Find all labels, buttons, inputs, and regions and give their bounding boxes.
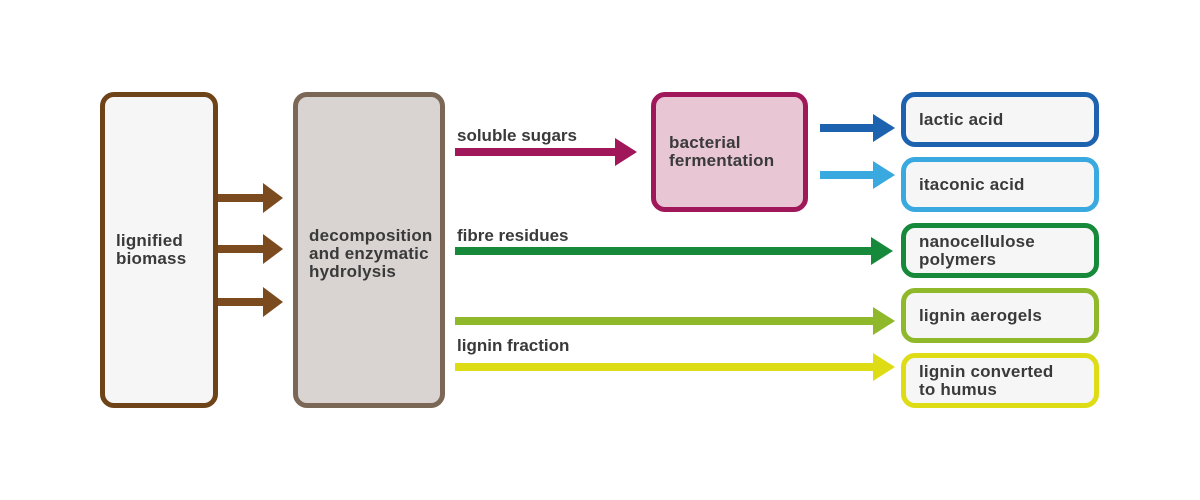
arrow-humus — [455, 353, 895, 381]
node-lignin-humus: lignin converted to humus — [901, 353, 1099, 408]
label-lignin-fraction: lignin fraction — [457, 336, 570, 355]
arrow-sugars — [455, 138, 637, 166]
node-hydrolysis: decomposition and enzymatic hydrolysis — [293, 92, 445, 408]
node-itaconic-acid: itaconic acid — [901, 157, 1099, 212]
arrow-biomass-3 — [218, 287, 283, 317]
node-label: nanocellulose polymers — [919, 231, 1035, 269]
biomass-to-hydrolysis-arrows — [218, 183, 283, 317]
label-fibre-residues: fibre residues — [457, 226, 569, 245]
node-lignin-aerogels: lignin aerogels — [901, 288, 1099, 343]
label-soluble-sugars: soluble sugars — [457, 126, 577, 145]
arrow-biomass-2 — [218, 234, 283, 264]
arrow-lactic — [820, 114, 895, 142]
node-label: lignin converted to humus — [919, 361, 1054, 399]
node-label: bacterial fermentation — [669, 133, 775, 170]
node-nanocellulose-polymers: nanocellulose polymers — [901, 223, 1099, 278]
node-lactic-acid: lactic acid — [901, 92, 1099, 147]
arrow-biomass-1 — [218, 183, 283, 213]
node-bacterial-fermentation: bacterial fermentation — [651, 92, 808, 212]
node-label: lignin aerogels — [919, 305, 1042, 325]
arrow-itaconic — [820, 161, 895, 189]
node-label: itaconic acid — [919, 174, 1025, 194]
node-label: decomposition and enzymatic hydrolysis — [309, 226, 433, 281]
arrow-fibre — [455, 237, 893, 265]
node-label: lignified biomass — [116, 231, 187, 268]
node-label: lactic acid — [919, 109, 1004, 129]
node-lignified-biomass: lignified biomass — [100, 92, 218, 408]
arrow-aerogels — [455, 307, 895, 335]
